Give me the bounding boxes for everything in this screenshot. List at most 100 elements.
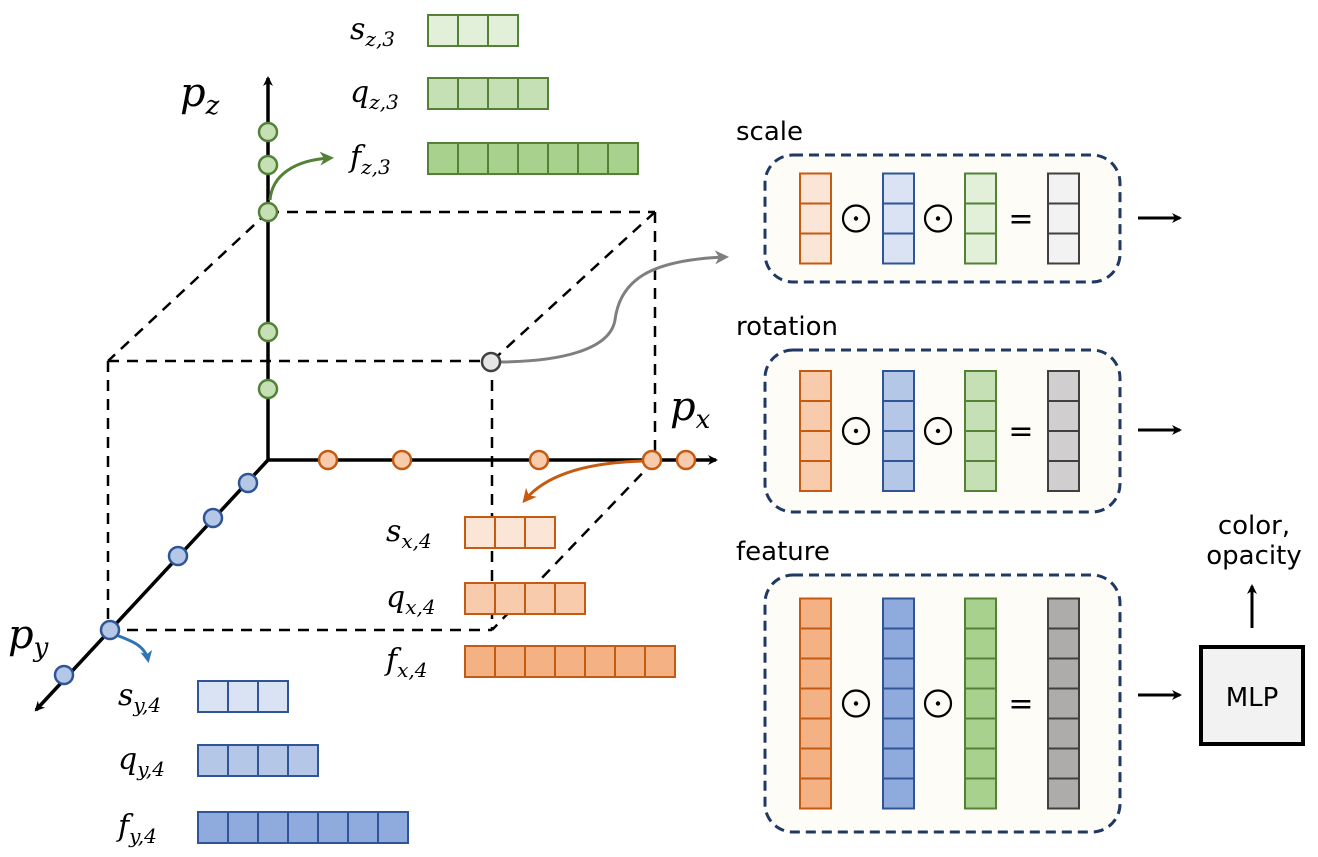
panel-title: feature xyxy=(736,537,830,567)
hadamard-operator xyxy=(923,416,953,446)
panel-cell xyxy=(799,747,832,780)
vector-label: fx,4 xyxy=(384,643,427,682)
panel-cell xyxy=(882,687,915,720)
vector-cell xyxy=(524,582,556,615)
panel-cell xyxy=(799,597,832,630)
panel-vector-gray xyxy=(1047,370,1080,492)
vector-label: fz,3 xyxy=(348,140,391,179)
y-vector-group: sy,4qy,4fy,4 xyxy=(116,678,409,848)
panel-cell xyxy=(964,687,997,720)
hadamard-operator xyxy=(923,689,953,718)
pz-axis-label: pz xyxy=(180,70,220,121)
vector-label: sx,4 xyxy=(386,514,432,553)
panel-cell xyxy=(799,430,832,462)
vector-cell xyxy=(517,77,549,110)
z-sample-point xyxy=(257,201,279,223)
panel-cell xyxy=(882,597,915,630)
vector-cell xyxy=(457,14,489,47)
vector-cell xyxy=(457,142,489,175)
panel-cell xyxy=(1047,597,1080,630)
output-label-line2: opacity xyxy=(1206,541,1301,571)
panel-cell xyxy=(882,400,915,432)
vector-cell xyxy=(464,516,496,549)
vector-cell xyxy=(377,811,409,844)
panel-cell xyxy=(882,430,915,462)
panel-cell xyxy=(1047,460,1080,492)
vector-label: qy,4 xyxy=(118,742,165,781)
panel-cell xyxy=(1047,687,1080,720)
vector-cell xyxy=(257,744,289,777)
vector-cell xyxy=(614,645,646,678)
vector-cell xyxy=(287,744,319,777)
axis-sample-points xyxy=(53,121,697,686)
px-axis-label: px xyxy=(670,384,711,435)
query-point xyxy=(480,351,502,373)
vector-cell xyxy=(317,811,349,844)
y-sample-point xyxy=(167,545,189,567)
cube-edge xyxy=(107,211,269,362)
vector-cell xyxy=(494,516,526,549)
y-axis xyxy=(34,458,270,712)
panel-feature: feature = xyxy=(736,537,1122,834)
vector-cell xyxy=(584,645,616,678)
panel-cell xyxy=(882,717,915,750)
vector-label: qz,3 xyxy=(350,75,399,114)
vector-cell xyxy=(197,744,229,777)
vector-cell xyxy=(524,516,556,549)
z-sample-point xyxy=(257,121,279,143)
vector-cell xyxy=(197,680,229,713)
panel-box xyxy=(763,573,1122,834)
panel-cell xyxy=(799,202,832,235)
z-sample-arrow xyxy=(268,151,334,201)
panel-cell xyxy=(799,777,832,810)
panel-cell xyxy=(882,460,915,492)
panel-vector-green xyxy=(964,597,997,810)
panel-cell xyxy=(964,172,997,205)
equals-operator: = xyxy=(1008,687,1033,722)
vector-cell xyxy=(197,811,229,844)
vector-cell xyxy=(427,77,459,110)
panel-cell xyxy=(882,202,915,235)
panel-title: scale xyxy=(736,117,803,147)
vector-cell xyxy=(347,811,379,844)
panel-cell xyxy=(799,657,832,690)
vector-cell xyxy=(427,14,459,47)
mlp-label: MLP xyxy=(1226,683,1279,713)
z-sample-point xyxy=(257,154,279,176)
vector-label: fy,4 xyxy=(116,809,157,848)
panel-cell xyxy=(799,400,832,432)
panel-rotation: rotation= xyxy=(736,312,1182,514)
panel-vector-gray xyxy=(1047,597,1080,810)
panel-box xyxy=(763,348,1122,514)
panel-scale: scale = xyxy=(736,117,1182,284)
panel-cell xyxy=(964,400,997,432)
panel-cell xyxy=(882,777,915,810)
z-sample-point xyxy=(257,378,279,400)
panel-cell xyxy=(882,370,915,402)
panel-vector-orange xyxy=(799,370,832,492)
vector-s-x xyxy=(464,516,556,549)
vector-cell xyxy=(577,142,609,175)
panel-cell xyxy=(799,460,832,492)
panel-cell xyxy=(964,657,997,690)
panel-vector-blue xyxy=(882,370,915,492)
panel-cell xyxy=(964,460,997,492)
panel-cell xyxy=(1047,232,1080,265)
panel-cell xyxy=(1047,627,1080,660)
panel-cell xyxy=(964,430,997,462)
y-sample-point xyxy=(99,619,121,641)
panel-cell xyxy=(964,717,997,750)
query-point-arrow xyxy=(495,250,729,364)
x-sample-point xyxy=(528,449,550,471)
product-panels: scale = rotation= feature = xyxy=(736,117,1182,834)
vector-cell xyxy=(427,142,459,175)
panel-cell xyxy=(882,747,915,780)
vector-cell xyxy=(554,645,586,678)
x-sample-arrow xyxy=(522,459,646,504)
x-vector-group: sx,4qx,4fx,4 xyxy=(384,514,676,682)
vector-cell xyxy=(287,811,319,844)
equals-operator: = xyxy=(1008,202,1033,237)
panel-cell xyxy=(1047,202,1080,235)
y-sample-arrow xyxy=(112,632,153,663)
